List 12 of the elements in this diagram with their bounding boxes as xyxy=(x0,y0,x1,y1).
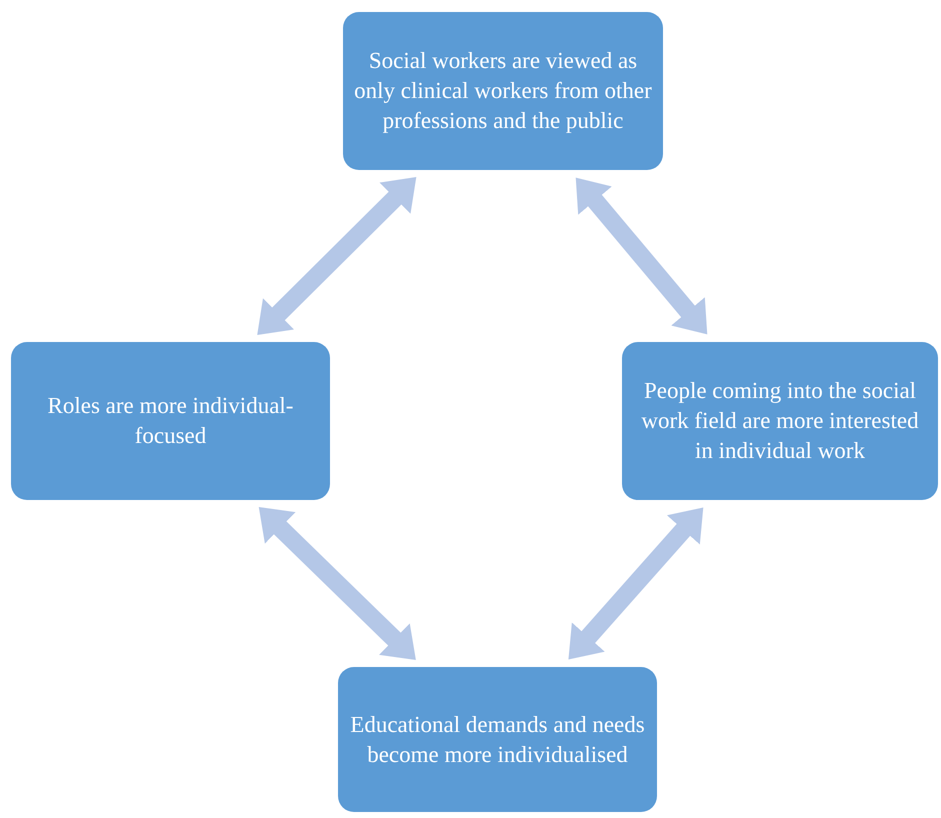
double-arrow xyxy=(576,178,708,334)
double-arrow xyxy=(258,506,416,660)
box-text: Educational demands and needs become more individualised xyxy=(349,710,646,768)
process-box xyxy=(622,342,938,500)
process-box xyxy=(338,667,657,812)
process-box xyxy=(343,12,663,170)
double-arrow xyxy=(568,507,704,660)
process-box xyxy=(11,342,330,500)
box-text: Social workers are viewed as only clinical workers from other professions and the public xyxy=(353,47,653,135)
box-text: People coming into the social work field are more interested in individual work xyxy=(640,377,920,465)
double-arrow xyxy=(257,177,416,335)
box-text: Roles are more individual-focused xyxy=(46,392,294,450)
